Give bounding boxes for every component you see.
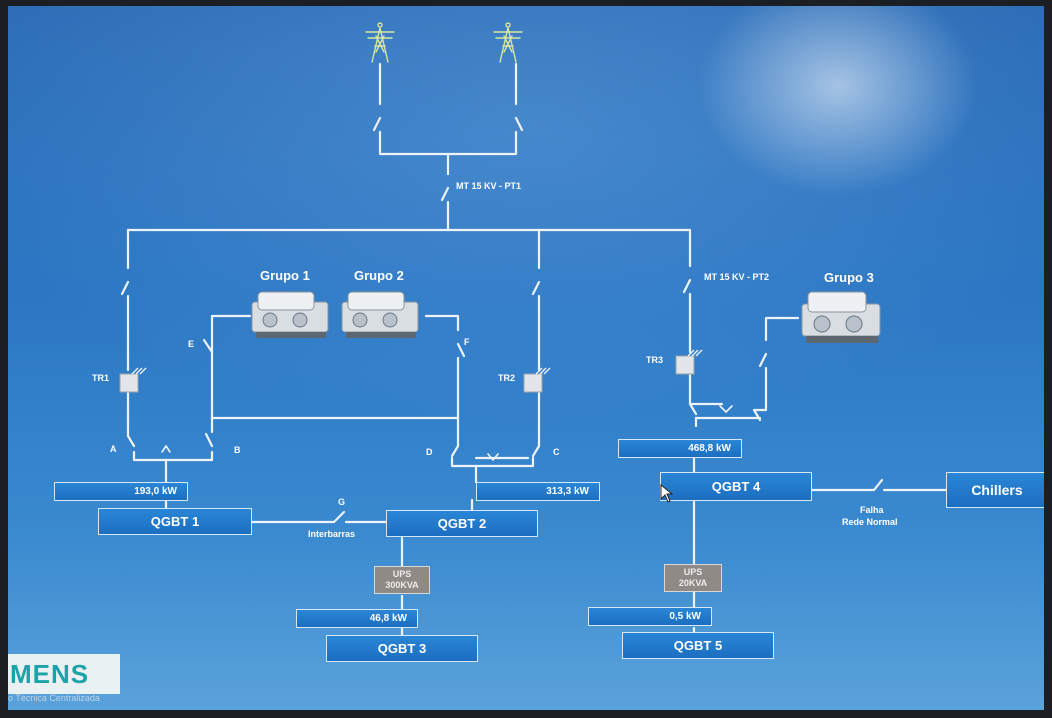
panel-chillers[interactable]: Chillers bbox=[946, 472, 1044, 508]
meter-qgbt5: 0,5 kW bbox=[588, 607, 712, 626]
switch-f-label: F bbox=[464, 337, 470, 347]
group-1-label: Grupo 1 bbox=[260, 268, 310, 283]
panel-qgbt1[interactable]: QGBT 1 bbox=[98, 508, 252, 535]
interbarras-label: Interbarras bbox=[308, 529, 356, 539]
panel-qgbt5[interactable]: QGBT 5 bbox=[622, 632, 774, 659]
generator-group-3-icon bbox=[801, 291, 881, 343]
ups-300kva-line1: UPS bbox=[392, 569, 412, 579]
transformer-tr2-label: TR2 bbox=[498, 373, 516, 383]
ups-20kva[interactable]: UPS 20KVA bbox=[664, 564, 722, 592]
feeder-label-pt1: MT 15 KV - PT1 bbox=[456, 181, 522, 191]
transformer-tr1-label: TR1 bbox=[92, 373, 110, 383]
ups-300kva[interactable]: UPS 300KVA bbox=[374, 566, 430, 594]
siemens-logo: MENS bbox=[8, 654, 120, 694]
transformer-tr2-icon bbox=[523, 367, 551, 393]
meter-qgbt3: 46,8 kW bbox=[296, 609, 418, 628]
ups-20kva-line1: UPS bbox=[683, 567, 703, 577]
panel-qgbt4[interactable]: QGBT 4 bbox=[660, 472, 812, 501]
mouse-cursor-icon bbox=[660, 484, 674, 503]
switch-c-label: C bbox=[553, 447, 560, 457]
switch-b-label: B bbox=[234, 445, 241, 455]
transformer-tr1-icon bbox=[119, 367, 147, 393]
transformer-tr3-label: TR3 bbox=[646, 355, 664, 365]
feeder-label-pt2: MT 15 KV - PT2 bbox=[704, 272, 770, 282]
meter-qgbt4: 468,8 kW bbox=[618, 439, 742, 458]
scada-screen: MT 15 KV - PT1 MT 15 KV - PT2 Grupo 1 Gr… bbox=[8, 6, 1044, 710]
meter-qgbt1: 193,0 kW bbox=[54, 482, 188, 501]
group-2-label: Grupo 2 bbox=[354, 268, 404, 283]
meter-qgbt2: 313,3 kW bbox=[476, 482, 600, 501]
switch-d-label: D bbox=[426, 447, 433, 457]
logo-subtitle: o Técnica Centralizada bbox=[8, 693, 100, 703]
pylon-icon-2 bbox=[493, 22, 523, 63]
pylon-icon-1 bbox=[365, 22, 395, 63]
panel-qgbt3[interactable]: QGBT 3 bbox=[326, 635, 478, 662]
logo-text: MENS bbox=[10, 658, 90, 689]
ups-300kva-line2: 300KVA bbox=[385, 580, 419, 590]
switch-e-label: E bbox=[188, 339, 195, 349]
generator-group-1-icon bbox=[251, 291, 329, 338]
rede-normal-label: Rede Normal bbox=[842, 517, 898, 527]
panel-qgbt2[interactable]: QGBT 2 bbox=[386, 510, 538, 537]
switch-a-label: A bbox=[110, 444, 117, 454]
single-line-diagram bbox=[120, 22, 948, 638]
ups-20kva-line2: 20KVA bbox=[678, 578, 708, 588]
group-3-label: Grupo 3 bbox=[824, 270, 874, 285]
generator-group-2-icon bbox=[341, 291, 419, 338]
transformer-tr3-icon bbox=[675, 349, 703, 375]
falha-label: Falha bbox=[860, 505, 884, 515]
switch-g-label: G bbox=[338, 497, 346, 507]
